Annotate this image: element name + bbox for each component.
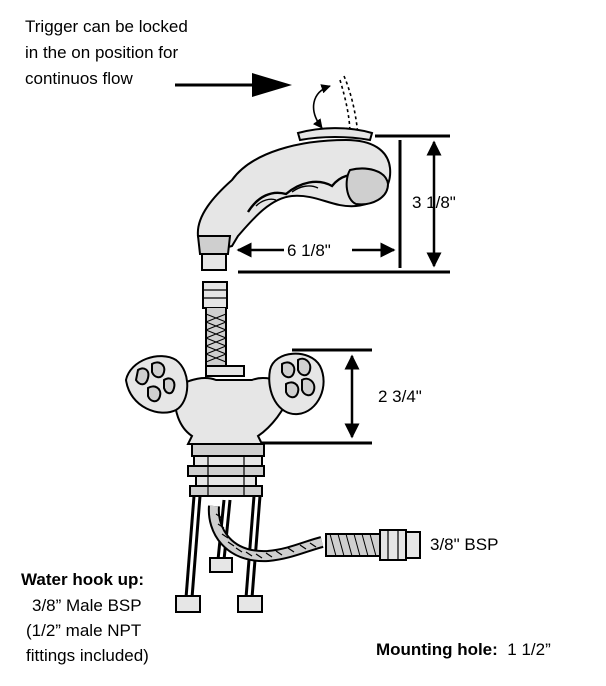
spray-head [196, 127, 392, 271]
water-hookup-title: Water hook up: [21, 570, 145, 589]
trigger-pivot-arrow [312, 75, 359, 136]
dimension-line-body-height [262, 348, 372, 445]
dimension-hose-fitting: 3/8" BSP [430, 535, 499, 554]
braided-hose-lower [207, 505, 421, 563]
trigger-note-line-1: Trigger can be locked [25, 17, 188, 36]
faucet-body [124, 352, 325, 457]
water-hookup-line-3: fittings included) [26, 646, 149, 665]
dimension-head-length: 6 1/8" [287, 241, 331, 260]
trigger-note-line-3: continuos flow [25, 69, 133, 88]
dimension-line-head-length [236, 140, 402, 268]
braided-hose-upper [202, 281, 228, 369]
water-hookup-line-1: 3/8” Male BSP [32, 596, 142, 615]
trigger-note-line-2: in the on position for [25, 43, 179, 62]
mounting-hole-note: Mounting hole: 1 1/2” [376, 639, 551, 661]
dimension-body-height: 2 3/4" [378, 387, 422, 406]
mounting-hole-label: Mounting hole: [376, 640, 498, 659]
water-hookup-line-2: (1/2” male NPT [26, 621, 142, 640]
dimension-line-head-height [238, 134, 450, 274]
mounting-hole-value: 1 1/2” [507, 640, 551, 659]
trigger-callout-arrow [175, 73, 292, 97]
